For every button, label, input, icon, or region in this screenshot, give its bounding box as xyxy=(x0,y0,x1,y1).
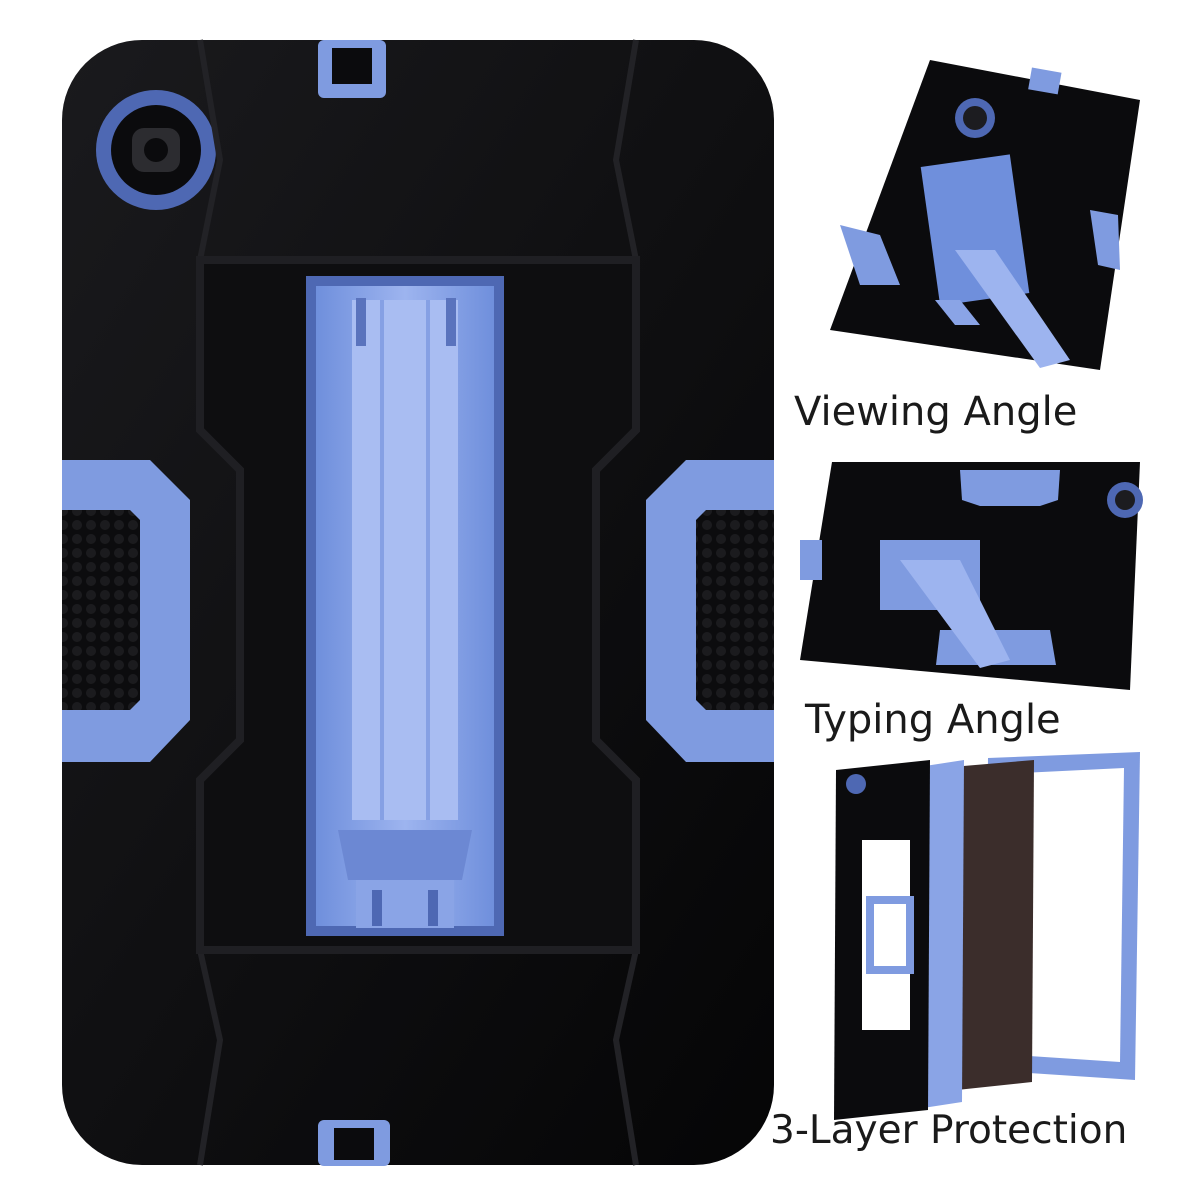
caption-viewing-angle: Viewing Angle xyxy=(794,389,1077,435)
typing-angle-image xyxy=(800,462,1143,690)
main-tablet-case xyxy=(62,39,774,1166)
caption-typing-angle: Typing Angle xyxy=(804,697,1061,743)
viewing-angle-image xyxy=(830,60,1140,370)
three-layer-image xyxy=(834,752,1140,1120)
caption-three-layer: 3-Layer Protection xyxy=(770,1108,1127,1153)
kickstand xyxy=(306,276,504,936)
camera-icon xyxy=(96,90,216,210)
